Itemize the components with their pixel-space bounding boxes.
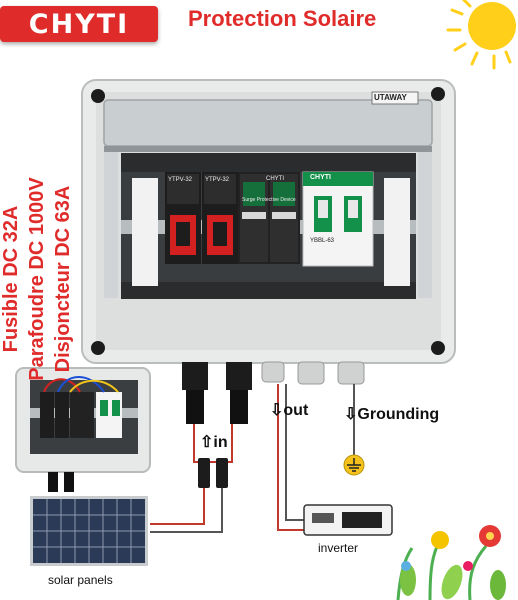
- label-grounding: ⇩Grounding: [344, 406, 440, 423]
- spd-brand-label: CHYTI: [266, 176, 284, 182]
- spec-surge: Parafoudre DC 1000V: [26, 177, 48, 381]
- label-in: ⇧in: [200, 434, 228, 451]
- arrow-down-icon: ⇩: [270, 402, 284, 419]
- page-title: Protection Solaire: [188, 6, 377, 31]
- spec-breaker: Disjoncteur DC 63A: [52, 185, 74, 373]
- arrow-down-icon: ⇩: [344, 406, 358, 423]
- sun-icon: [446, 0, 516, 70]
- solar-panel: [30, 496, 148, 566]
- spec-fuse: Fusible DC 32A: [0, 205, 22, 353]
- breaker-model-label: YBBL-63: [310, 238, 335, 244]
- label-inverter: inverter: [318, 541, 359, 555]
- box-inside-photo: [15, 367, 151, 492]
- wiring: [150, 384, 355, 533]
- fuse-1-label: YTPV-32: [168, 177, 193, 183]
- label-out: ⇩out: [270, 402, 309, 419]
- spd-caption: Surge Protective Device: [242, 197, 296, 203]
- fuse-1: [165, 172, 201, 264]
- label-solar-panels: solar panels: [48, 573, 113, 587]
- spec-list: Fusible DC 32A Parafoudre DC 1000V Disjo…: [0, 114, 76, 444]
- inverter-device: [303, 504, 393, 536]
- dc-breaker: [302, 171, 374, 267]
- cable-connectors: [182, 361, 365, 424]
- arrow-up-icon: ⇧: [200, 434, 214, 451]
- brand-logo: CHYTI: [0, 6, 158, 42]
- breaker-brand-label: CHYTI: [310, 174, 331, 181]
- fuse-2-label: YTPV-32: [205, 177, 230, 183]
- mc4-connector: [198, 458, 228, 488]
- flowers-decoration: [396, 525, 506, 600]
- surge-protector: [238, 172, 300, 264]
- fuse-2: [202, 172, 238, 264]
- cover-sticker: UTAWAY: [374, 93, 407, 102]
- ground-icon: [343, 454, 365, 476]
